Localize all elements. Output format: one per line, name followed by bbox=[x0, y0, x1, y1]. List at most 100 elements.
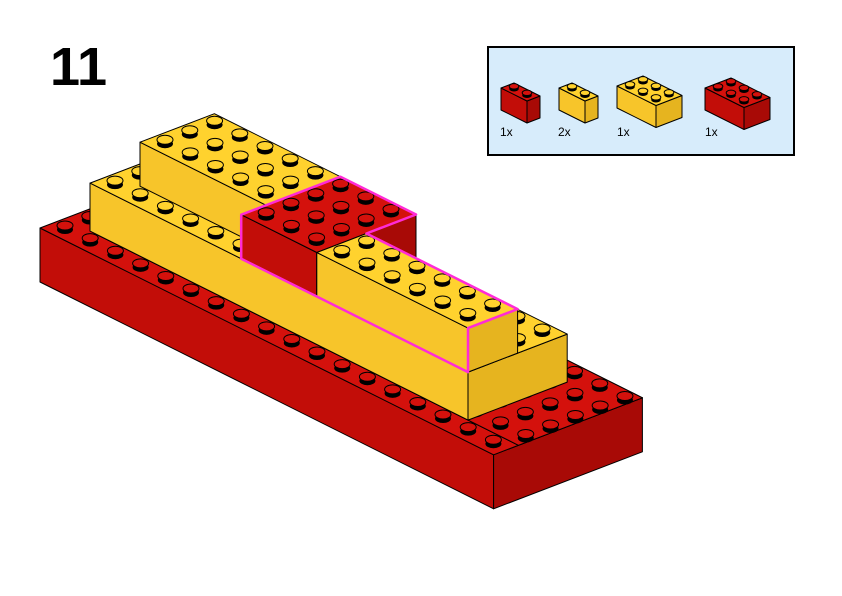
stud bbox=[257, 185, 275, 196]
stud bbox=[408, 282, 426, 293]
stud bbox=[408, 260, 426, 271]
red-brick bbox=[704, 77, 771, 130]
stud bbox=[566, 410, 584, 421]
stud bbox=[231, 128, 249, 139]
stud bbox=[542, 419, 560, 430]
stud bbox=[637, 87, 649, 95]
stud bbox=[484, 434, 502, 445]
stud bbox=[206, 115, 224, 126]
stud bbox=[333, 359, 351, 370]
stud bbox=[712, 83, 724, 90]
stud bbox=[308, 232, 326, 243]
stud bbox=[306, 166, 324, 177]
stud bbox=[231, 150, 249, 161]
stud bbox=[591, 400, 609, 411]
stud bbox=[206, 137, 224, 148]
stud bbox=[616, 391, 634, 402]
stud bbox=[207, 296, 225, 307]
new-parts-highlight-outline bbox=[239, 175, 519, 374]
parts-illustrations bbox=[500, 75, 771, 130]
stud bbox=[383, 248, 401, 259]
stud bbox=[591, 378, 609, 389]
stud bbox=[459, 422, 477, 433]
stud bbox=[459, 308, 477, 319]
stud bbox=[106, 175, 124, 186]
stud bbox=[384, 384, 402, 395]
stud bbox=[307, 210, 325, 221]
stud bbox=[650, 94, 662, 101]
stud bbox=[81, 233, 99, 244]
stud bbox=[738, 84, 750, 92]
stud bbox=[181, 125, 199, 136]
stud bbox=[508, 83, 520, 90]
stud bbox=[566, 387, 584, 398]
stud bbox=[282, 175, 300, 186]
stud bbox=[751, 91, 763, 98]
stud bbox=[257, 207, 275, 218]
stud bbox=[206, 159, 224, 170]
red-brick bbox=[500, 82, 541, 124]
stud bbox=[738, 96, 750, 103]
stud bbox=[357, 213, 375, 224]
part-quantity: 2x bbox=[558, 125, 571, 139]
stud bbox=[307, 188, 325, 199]
stud bbox=[541, 397, 559, 408]
stud bbox=[232, 308, 250, 319]
stud bbox=[434, 409, 452, 420]
stud bbox=[282, 197, 300, 208]
stud bbox=[281, 153, 299, 164]
part-quantity: 1x bbox=[705, 125, 718, 139]
stud bbox=[232, 172, 250, 183]
part-quantity: 1x bbox=[500, 125, 513, 139]
stud bbox=[725, 78, 737, 85]
yellow-brick bbox=[616, 75, 683, 128]
stud bbox=[725, 89, 737, 97]
stud bbox=[258, 321, 276, 332]
yellow-brick bbox=[316, 233, 519, 373]
stud bbox=[156, 200, 174, 211]
stud bbox=[358, 235, 376, 246]
stud bbox=[357, 191, 375, 202]
stud bbox=[458, 285, 476, 296]
stud bbox=[332, 222, 350, 233]
stud bbox=[283, 333, 301, 344]
stud bbox=[492, 416, 510, 427]
stud bbox=[533, 323, 551, 334]
stud bbox=[409, 396, 427, 407]
step-number: 11 bbox=[50, 37, 108, 97]
part-quantity: 1x bbox=[617, 125, 630, 139]
stud bbox=[56, 220, 74, 231]
stud bbox=[256, 163, 274, 174]
stud bbox=[566, 83, 578, 90]
stud bbox=[182, 213, 200, 224]
stud bbox=[382, 203, 400, 214]
stud bbox=[663, 89, 675, 96]
stud bbox=[650, 82, 662, 90]
stud bbox=[521, 89, 533, 97]
stud bbox=[358, 371, 376, 382]
stud bbox=[332, 200, 350, 211]
stud bbox=[517, 429, 535, 440]
yellow-brick bbox=[558, 82, 599, 124]
stud bbox=[332, 178, 350, 189]
stud bbox=[132, 258, 150, 269]
stud bbox=[516, 406, 534, 417]
stud bbox=[579, 89, 591, 97]
stud bbox=[182, 283, 200, 294]
stud bbox=[637, 76, 649, 83]
stud bbox=[157, 270, 175, 281]
stud bbox=[181, 147, 199, 158]
stud bbox=[207, 226, 225, 237]
stud bbox=[434, 295, 452, 306]
stud bbox=[308, 346, 326, 357]
stud bbox=[156, 134, 174, 145]
stud bbox=[624, 81, 636, 88]
stud bbox=[433, 273, 451, 284]
parts-list-panel: 1x 2x 1x 1x bbox=[487, 46, 795, 156]
stud bbox=[131, 188, 149, 199]
stud bbox=[358, 257, 376, 268]
stud bbox=[282, 219, 300, 230]
stud bbox=[383, 270, 401, 281]
stud bbox=[333, 245, 351, 256]
